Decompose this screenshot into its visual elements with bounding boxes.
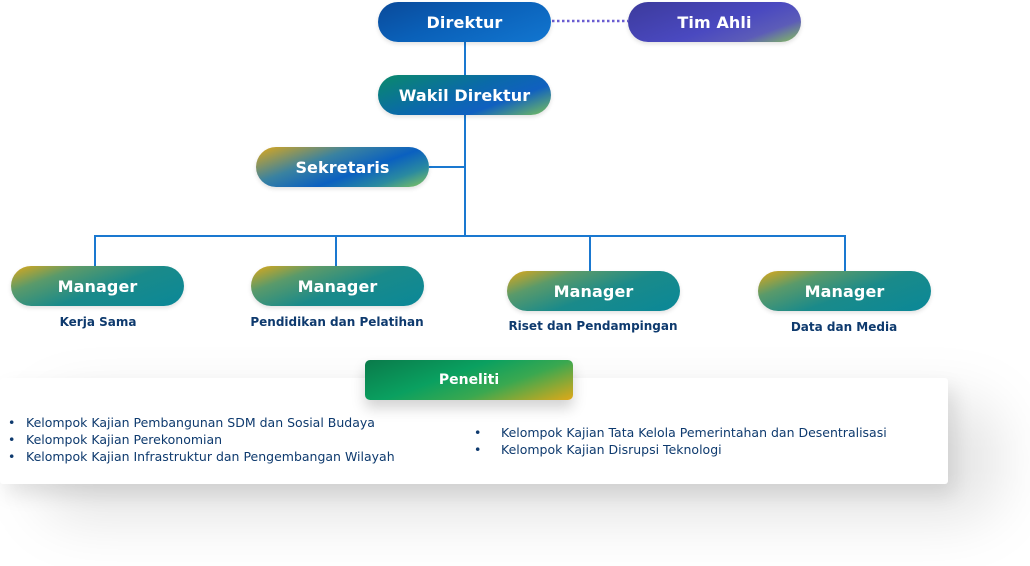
peneliti-group-list-right: • Kelompok Kajian Tata Kelola Pemerintah… — [474, 424, 887, 458]
node-peneliti: Peneliti — [365, 360, 573, 400]
list-item: • Kelompok Kajian Infrastruktur dan Peng… — [8, 448, 395, 465]
node-manager-riset-pendampingan: Manager — [507, 271, 680, 311]
group-label: Kelompok Kajian Pembangunan SDM dan Sosi… — [26, 415, 375, 430]
manager-unit-label: Pendidikan dan Pelatihan — [250, 315, 424, 329]
bullet-icon: • — [8, 415, 16, 430]
manager-unit-label: Riset dan Pendampingan — [508, 319, 678, 333]
node-sekretaris: Sekretaris — [256, 147, 429, 187]
list-item: • Kelompok Kajian Disrupsi Teknologi — [474, 441, 887, 458]
list-item: • Kelompok Kajian Tata Kelola Pemerintah… — [474, 424, 887, 441]
bullet-icon: • — [474, 442, 482, 457]
group-label: Kelompok Kajian Disrupsi Teknologi — [501, 442, 722, 457]
node-label: Wakil Direktur — [398, 85, 531, 105]
node-wakil-direktur: Wakil Direktur — [378, 75, 551, 115]
node-label: Manager — [553, 281, 634, 301]
node-label: Sekretaris — [295, 157, 390, 177]
peneliti-group-list-left: • Kelompok Kajian Pembangunan SDM dan So… — [8, 414, 395, 465]
node-direktur: Direktur — [378, 2, 551, 42]
group-label: Kelompok Kajian Perekonomian — [26, 432, 223, 447]
bullet-icon: • — [8, 449, 16, 464]
group-label: Kelompok Kajian Tata Kelola Pemerintahan… — [501, 425, 887, 440]
node-manager-data-media: Manager — [758, 271, 931, 311]
node-label: Manager — [297, 276, 378, 296]
list-item: • Kelompok Kajian Pembangunan SDM dan So… — [8, 414, 395, 431]
manager-unit-label: Kerja Sama — [59, 315, 137, 329]
node-label: Manager — [804, 281, 885, 301]
manager-unit-label: Data dan Media — [790, 320, 898, 334]
node-manager-kerja-sama: Manager — [11, 266, 184, 306]
node-tim-ahli: Tim Ahli — [628, 2, 801, 42]
node-label: Peneliti — [438, 372, 500, 388]
node-manager-pendidikan-pelatihan: Manager — [251, 266, 424, 306]
node-label: Tim Ahli — [677, 12, 752, 32]
group-label: Kelompok Kajian Infrastruktur dan Pengem… — [26, 449, 395, 464]
node-label: Manager — [57, 276, 138, 296]
bullet-icon: • — [8, 432, 16, 447]
node-label: Direktur — [426, 12, 503, 32]
bullet-icon: • — [474, 425, 482, 440]
list-item: • Kelompok Kajian Perekonomian — [8, 431, 395, 448]
